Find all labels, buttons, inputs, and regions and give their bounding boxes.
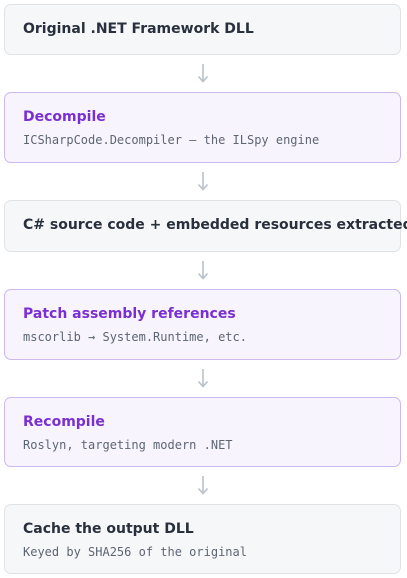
- step-title: Decompile: [23, 109, 106, 125]
- arrow-down-icon: [196, 369, 210, 389]
- step-source-extracted: C# source code + embedded resources extr…: [4, 200, 407, 252]
- step-title: Recompile: [23, 414, 105, 430]
- step-subtitle: mscorlib → System.Runtime, etc.: [23, 330, 247, 344]
- step-title: Patch assembly references: [23, 306, 236, 322]
- arrow-down-icon: [196, 261, 210, 281]
- arrow-down-icon: [196, 476, 210, 496]
- step-patch-references: Patch assembly references mscorlib → Sys…: [4, 289, 401, 360]
- step-title: Original .NET Framework DLL: [23, 21, 254, 37]
- step-title: C# source code + embedded resources extr…: [23, 217, 407, 233]
- step-decompile: Decompile ICSharpCode.Decompiler — the I…: [4, 92, 401, 163]
- step-original-dll: Original .NET Framework DLL: [4, 4, 401, 55]
- arrow-down-icon: [196, 64, 210, 84]
- step-subtitle: Keyed by SHA256 of the original: [23, 545, 247, 559]
- step-cache-output: Cache the output DLL Keyed by SHA256 of …: [4, 504, 401, 574]
- step-subtitle: Roslyn, targeting modern .NET: [23, 438, 233, 452]
- step-title: Cache the output DLL: [23, 521, 194, 537]
- arrow-down-icon: [196, 172, 210, 192]
- step-subtitle: ICSharpCode.Decompiler — the ILSpy engin…: [23, 133, 320, 147]
- step-recompile: Recompile Roslyn, targeting modern .NET: [4, 397, 401, 467]
